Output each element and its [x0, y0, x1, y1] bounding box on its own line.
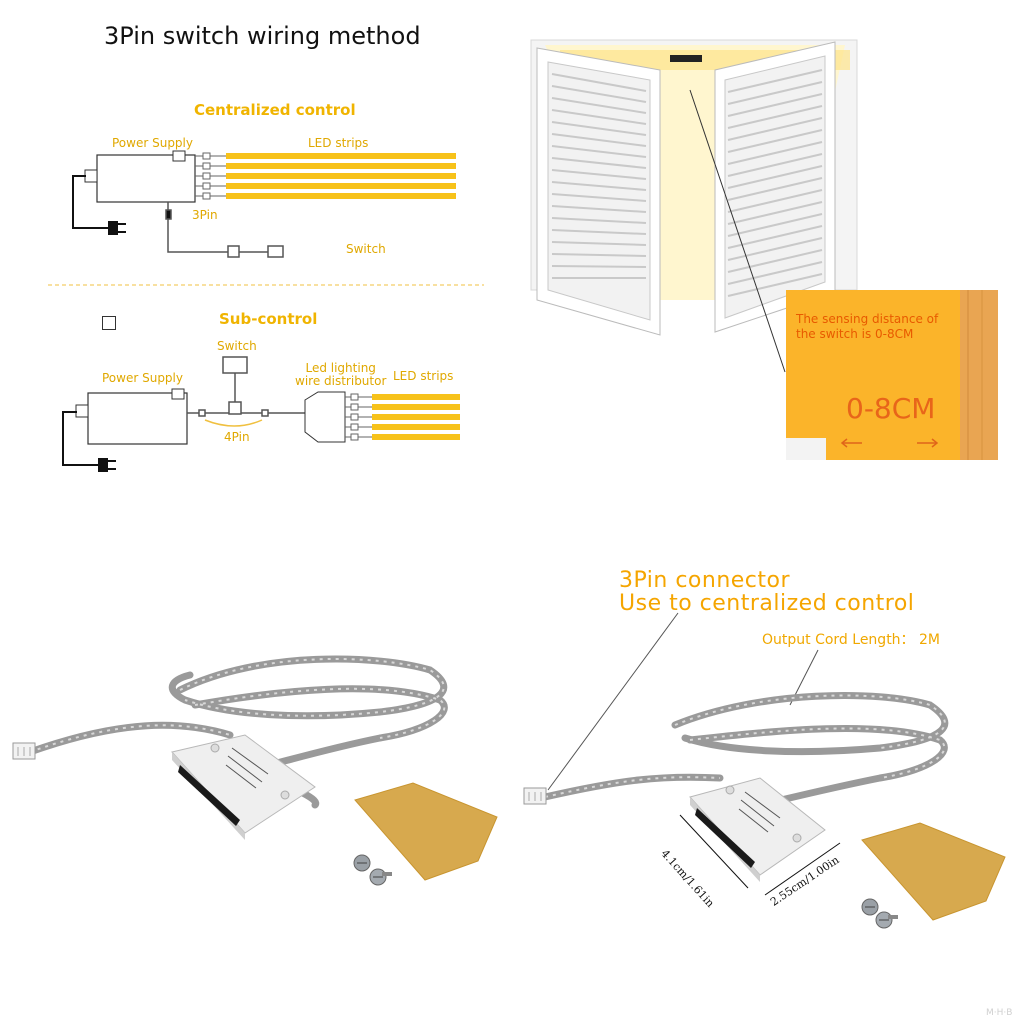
- sub-plug-cable: [62, 411, 98, 466]
- connector-callout: 3Pin connector Use to centralized contro…: [619, 569, 914, 615]
- central-led-strips: [226, 153, 456, 199]
- product-left: [12, 655, 498, 886]
- sub-power-supply: [75, 388, 188, 445]
- cable-coil-left-stripes: [29, 658, 446, 753]
- callout-line-connector: [547, 612, 679, 791]
- dimension-lines: [679, 814, 841, 896]
- central-3pin-label: 3Pin: [192, 208, 218, 222]
- sub-heading: Sub-control: [219, 310, 318, 328]
- plug-icon-2: [98, 458, 116, 472]
- connector-left: [12, 742, 36, 760]
- cable-coil-right-stripes: [544, 694, 946, 798]
- sub-led-strips: [372, 394, 460, 440]
- adhesive-pad-right: [861, 822, 1006, 921]
- sub-led-strips-label: LED strips: [393, 369, 454, 383]
- cord-length-label: Output Cord Length： 2M: [762, 632, 940, 648]
- central-power-supply: [84, 150, 196, 203]
- sub-4pin-label: 4Pin: [224, 430, 250, 444]
- plug-icon: [108, 221, 126, 235]
- sensing-text: The sensing distance of the switch is 0-…: [796, 312, 938, 342]
- central-switch-cable: [165, 202, 284, 258]
- central-connectors: [195, 152, 226, 200]
- connector-callout-line2: Use to centralized control: [619, 591, 915, 616]
- central-plug-cable: [72, 175, 108, 229]
- screws-right: [861, 898, 898, 929]
- sensor-switch-left: [171, 734, 316, 840]
- watermark: M·H·B: [986, 1008, 1013, 1018]
- left-door: [536, 47, 661, 336]
- sensing-panel: [786, 290, 998, 460]
- distributor-label-line2: wire distributor: [295, 374, 387, 388]
- cabinet-illustration: [530, 39, 858, 373]
- adhesive-pad-left: [354, 782, 498, 881]
- sub-connectors: [345, 393, 372, 441]
- connector-right: [523, 787, 547, 805]
- sensing-text-line2: the switch is 0-8CM: [796, 327, 914, 341]
- sub-switch-label: Switch: [217, 339, 257, 353]
- centralized-heading: Centralized control: [194, 101, 356, 119]
- sensor-switch-right: [689, 777, 826, 882]
- sensing-distance: 0-8CM: [846, 392, 936, 425]
- sensing-text-line1: The sensing distance of: [796, 312, 939, 326]
- checkbox-square: [102, 316, 116, 330]
- distributor-box: [304, 391, 346, 443]
- central-switch-label: Switch: [346, 242, 386, 256]
- distributor-label-line1: Led lighting: [305, 361, 376, 375]
- central-power-supply-label: Power Supply: [112, 136, 193, 150]
- right-door: [714, 41, 836, 333]
- connector-callout-line1: 3Pin connector: [619, 568, 791, 593]
- sub-power-supply-label: Power Supply: [102, 371, 183, 385]
- distributor-label: Led lighting wire distributor: [295, 362, 386, 388]
- product-right: [523, 612, 1006, 929]
- central-led-strips-label: LED strips: [308, 136, 369, 150]
- sub-switch: [187, 356, 305, 427]
- page-title: 3Pin switch wiring method: [104, 22, 421, 50]
- screws-left: [353, 854, 392, 886]
